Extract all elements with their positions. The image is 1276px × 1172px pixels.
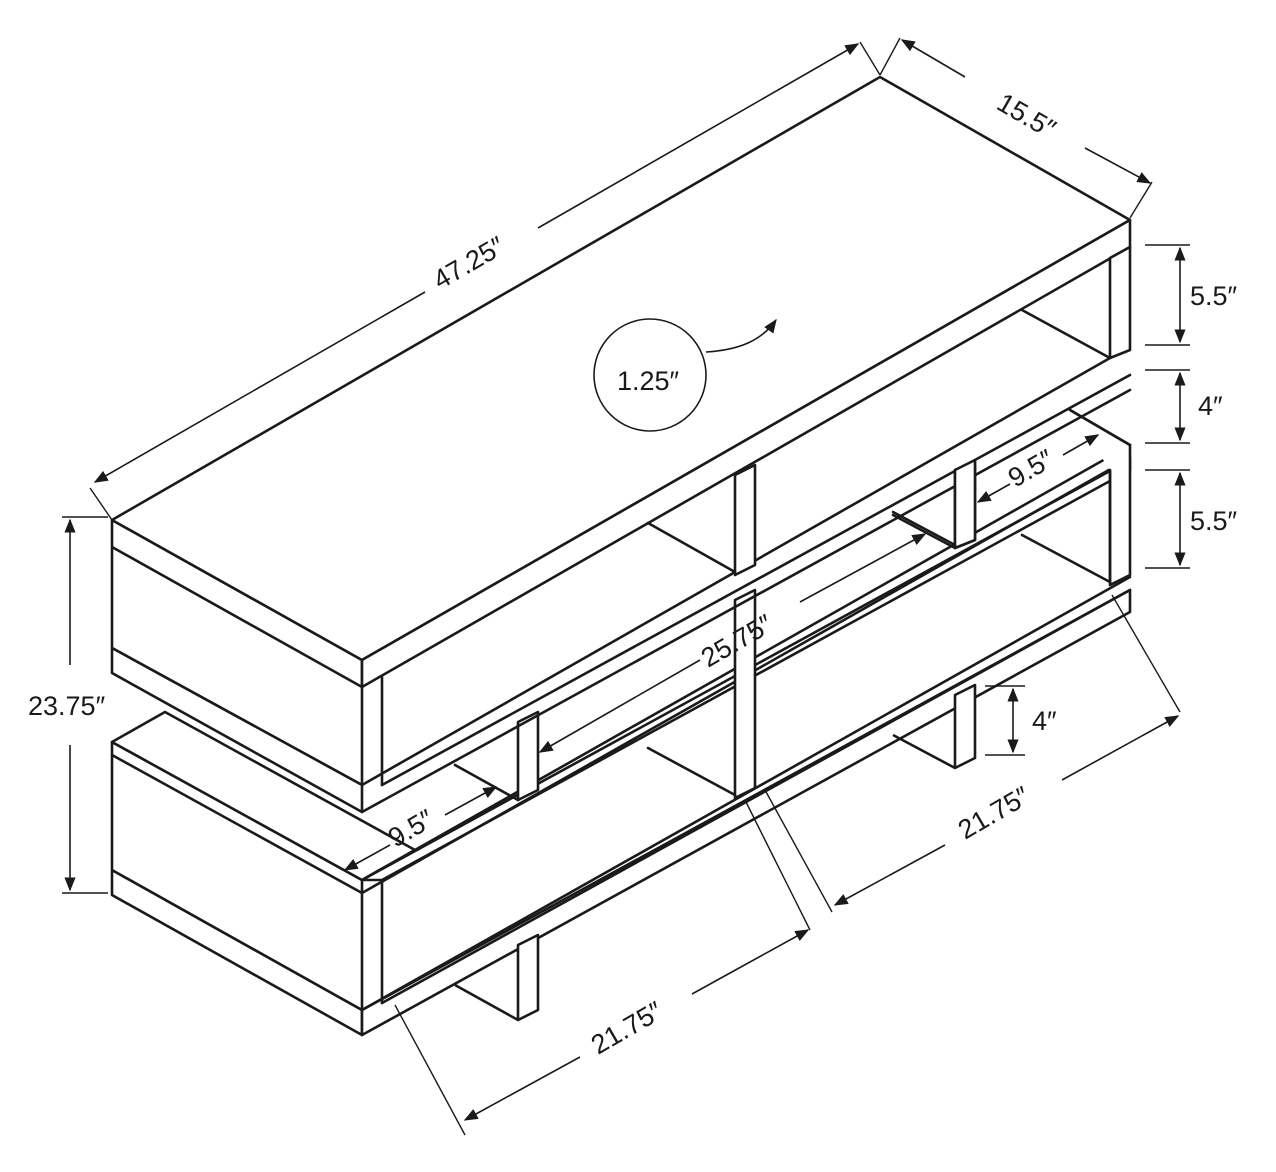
upper-tier	[110, 75, 1132, 814]
upper-divider-right	[953, 458, 977, 550]
label-upper-opening-height: 5.5″	[1190, 281, 1238, 311]
upper-right-cubby	[1108, 245, 1132, 360]
middle-divider-left	[516, 710, 540, 802]
label-overall-length: 47.25″	[428, 230, 510, 295]
top-thickness-callout	[593, 318, 707, 432]
label-lower-span-right: 21.75″	[953, 780, 1035, 845]
lower-leg-left	[454, 933, 540, 1022]
lower-leg-right	[892, 683, 977, 770]
label-upper-gap-height: 4″	[1198, 391, 1223, 421]
label-lower-span-left: 21.75″	[586, 995, 668, 1060]
dimension-lines	[62, 37, 1190, 1136]
label-upper-right-compartment-width: 9.5″	[1003, 443, 1059, 493]
label-lower-gap-height: 4″	[1032, 706, 1057, 736]
label-overall-depth: 15.5″	[992, 87, 1061, 144]
label-top-thickness: 1.25″	[617, 366, 680, 396]
lower-tier	[110, 408, 1132, 1037]
middle-divider-center	[733, 588, 757, 800]
label-overall-height: 23.75″	[28, 691, 106, 721]
upper-divider-center	[733, 463, 757, 577]
label-middle-opening-height: 5.5″	[1190, 506, 1238, 536]
